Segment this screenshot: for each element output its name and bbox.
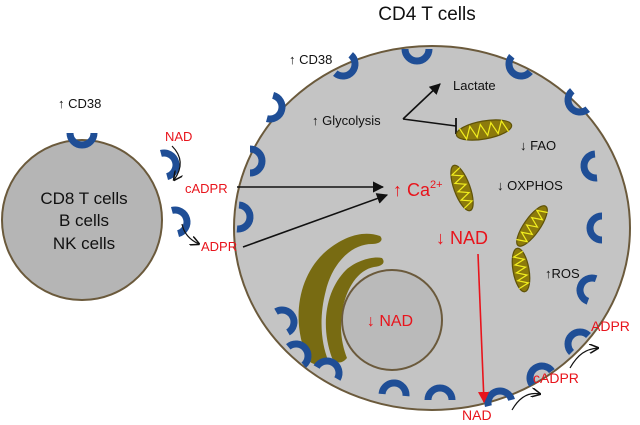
cd38-receptor-icon xyxy=(265,92,286,123)
glycolysis-inhibition-line xyxy=(402,118,457,127)
cd38-receptor-icon xyxy=(564,328,591,355)
cd38-receptor-icon xyxy=(424,384,456,401)
cadpr-right-label: cADPR xyxy=(533,370,579,386)
cd38-receptor-icon xyxy=(576,274,598,305)
cd38-receptor-icon xyxy=(526,362,555,387)
left-cell-line-1: CD8 T cells xyxy=(40,189,127,208)
mitochondrion-icon xyxy=(511,247,531,293)
cd38-receptor-icon xyxy=(236,201,254,233)
glycolysis-label: ↑ Glycolysis xyxy=(312,113,381,128)
left-cell-line-2: B cells xyxy=(59,211,109,230)
cadpr-to-adpr-curve-arrow xyxy=(181,223,199,244)
nad-export-arrow xyxy=(477,253,490,404)
effector-cell-membrane xyxy=(1,139,163,301)
nucleus xyxy=(341,269,443,371)
mitochondrion-icon xyxy=(516,205,548,247)
cytoplasm-nad-label: ↓ NAD xyxy=(436,228,488,248)
calcium-label: ↑ Ca2+ xyxy=(393,179,443,200)
left-cell-line-3: NK cells xyxy=(53,234,115,253)
cd38-receptor-icon xyxy=(274,306,298,336)
oxphos-label: ↓ OXPHOS xyxy=(497,178,563,193)
fao-label: ↓ FAO xyxy=(520,138,556,153)
mitochondria-group xyxy=(450,119,548,293)
mitochondrion-icon xyxy=(450,164,474,212)
golgi-band-inner xyxy=(325,257,384,363)
cd38-receptor-icon xyxy=(249,145,266,177)
nucleus-nad-label: ↓ NAD xyxy=(367,313,413,330)
left-cd38-label: ↑ CD38 xyxy=(58,96,101,111)
cd38-receptor-icon xyxy=(286,340,312,368)
golgi-band-outer xyxy=(298,233,382,365)
cd38-receptor-icon xyxy=(333,52,359,80)
cd38-receptor-icon xyxy=(378,379,410,397)
cd38-receptor-icon xyxy=(66,132,98,149)
adpr-left-label: ADPR xyxy=(201,239,237,254)
nad-top-label: NAD xyxy=(165,129,192,144)
mitochondrion-icon xyxy=(455,119,513,141)
nad-to-cadpr-curve-arrow xyxy=(171,145,180,180)
cadpr-left-label: cADPR xyxy=(185,181,228,196)
cd38-receptor-group xyxy=(66,48,603,408)
cd38-receptor-icon xyxy=(505,54,533,80)
cd38-receptor-icon xyxy=(313,357,343,381)
cd38-receptor-icon xyxy=(170,206,191,237)
lactate-label: Lactate xyxy=(453,78,496,93)
adpr-right-label: ADPR xyxy=(591,318,630,334)
cd38-receptor-icon xyxy=(586,212,603,244)
diagram-title: CD4 T cells xyxy=(378,4,476,25)
glycolysis-to-lactate-arrow xyxy=(402,83,441,120)
adpr-to-calcium-arrow xyxy=(242,193,389,248)
nad-bottom-label: NAD xyxy=(462,407,492,423)
cd38-receptor-icon xyxy=(564,88,590,116)
cadpr-to-adpr-right-curve-arrow xyxy=(569,348,598,369)
right-cd38-label: ↑ CD38 xyxy=(289,52,332,67)
cd38-receptor-icon xyxy=(401,48,433,65)
ros-label: ↑ROS xyxy=(545,266,580,281)
cd38-receptor-icon xyxy=(159,149,180,180)
nad-to-cadpr-right-curve-arrow xyxy=(511,394,540,411)
cd38-receptor-icon xyxy=(580,150,598,182)
